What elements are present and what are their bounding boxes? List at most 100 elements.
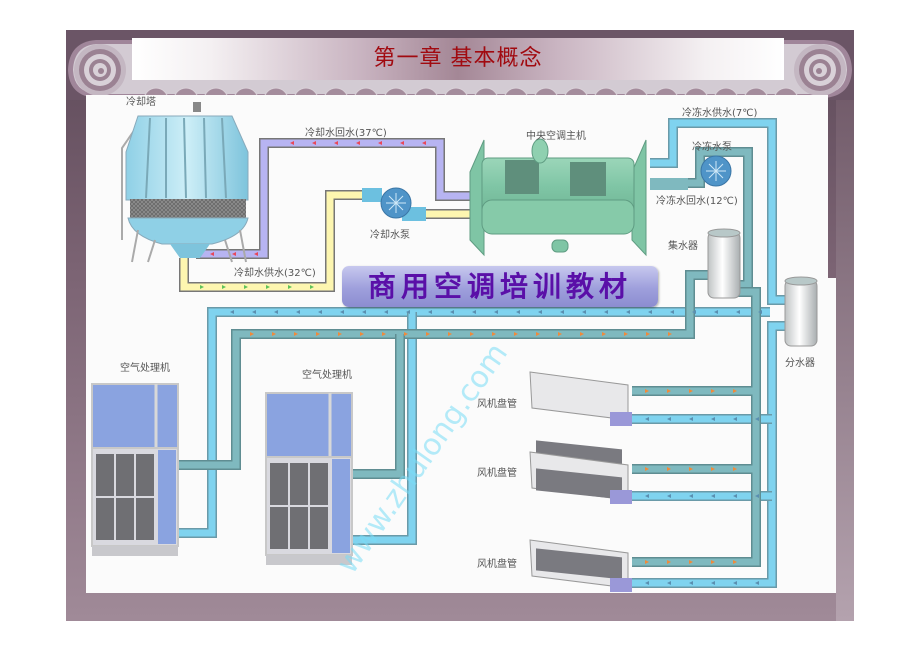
- flow-arrow: [250, 332, 254, 336]
- flow-arrow: [470, 332, 474, 336]
- flow-arrow: [733, 467, 737, 471]
- label-ahu-1: 空气处理机: [120, 363, 170, 374]
- chiller-icon: [469, 138, 647, 257]
- label-cooling-return: 冷却水回水(37℃): [305, 128, 387, 139]
- chilled-supply-pipe: [178, 118, 790, 588]
- flow-arrow: [334, 141, 338, 145]
- flow-arrow: [492, 332, 496, 336]
- flow-arrow: [645, 467, 649, 471]
- banner-box: [342, 266, 658, 307]
- flow-arrow: [426, 332, 430, 336]
- flow-arrow: [689, 389, 693, 393]
- flow-arrow: [558, 332, 562, 336]
- air-handler-unit-2-icon: [265, 392, 353, 565]
- flow-arrow: [667, 467, 671, 471]
- flow-arrow: [626, 310, 630, 314]
- flow-arrow: [733, 389, 737, 393]
- title-band: [132, 38, 784, 80]
- flow-arrow: [733, 417, 737, 421]
- flow-arrow: [232, 252, 236, 256]
- flow-arrow: [711, 560, 715, 564]
- label-fcu-3: 风机盘管: [477, 559, 517, 570]
- flow-arrow: [645, 494, 649, 498]
- flow-arrow: [711, 389, 715, 393]
- label-cooling-pump: 冷却水泵: [370, 230, 410, 241]
- flow-arrow: [733, 560, 737, 564]
- flow-arrow: [711, 494, 715, 498]
- label-fcu-2: 风机盘管: [477, 468, 517, 479]
- flow-arrow: [736, 310, 740, 314]
- flow-arrow: [516, 310, 520, 314]
- flow-arrow: [645, 417, 649, 421]
- flow-arrow: [689, 581, 693, 585]
- label-cooling-supply: 冷却水供水(32℃): [234, 268, 316, 279]
- flow-arrow: [384, 310, 388, 314]
- flow-arrow: [668, 332, 672, 336]
- flow-arrow: [266, 285, 270, 289]
- flow-arrow: [689, 560, 693, 564]
- flow-arrow: [645, 560, 649, 564]
- flow-arrow: [210, 252, 214, 256]
- flow-arrow: [382, 332, 386, 336]
- flow-arrow: [689, 494, 693, 498]
- flow-arrows: [200, 141, 762, 585]
- flow-arrow: [714, 310, 718, 314]
- flow-arrow: [667, 417, 671, 421]
- flow-arrow: [602, 332, 606, 336]
- flow-arrow: [667, 494, 671, 498]
- cooling-return-pipe: [196, 138, 476, 259]
- cooling-tower-icon: [121, 102, 249, 263]
- collector-tank-icon: [707, 228, 741, 299]
- flow-arrow: [272, 332, 276, 336]
- flow-arrow: [290, 141, 294, 145]
- flow-arrow: [448, 332, 452, 336]
- flow-arrow: [648, 310, 652, 314]
- flow-arrow: [580, 332, 584, 336]
- flow-arrow: [310, 285, 314, 289]
- flow-arrow: [692, 310, 696, 314]
- flow-arrow: [494, 310, 498, 314]
- scroll-right-icon: [794, 44, 846, 96]
- label-chilled-return: 冷冻水回水(12℃): [656, 196, 738, 207]
- flow-arrow: [400, 141, 404, 145]
- flow-arrow: [711, 417, 715, 421]
- diagram-canvas-extension: [828, 278, 836, 593]
- cooling-supply-pipe: [179, 190, 476, 292]
- scroll-left-icon: [74, 44, 126, 96]
- label-chilled-pump: 冷冻水泵: [692, 142, 732, 153]
- flow-arrow: [296, 310, 300, 314]
- flow-arrow: [758, 310, 762, 314]
- flow-arrow: [667, 560, 671, 564]
- flow-arrow: [514, 332, 518, 336]
- flow-arrow: [378, 141, 382, 145]
- flow-arrow: [244, 285, 248, 289]
- chilled-return-pipe: [176, 147, 761, 567]
- flow-arrow: [582, 310, 586, 314]
- flow-arrow: [200, 285, 204, 289]
- flow-arrow: [645, 389, 649, 393]
- flow-arrow: [667, 389, 671, 393]
- label-collector: 集水器: [668, 241, 698, 252]
- flow-arrow: [711, 581, 715, 585]
- slide-title: 第一章 基本概念: [373, 46, 543, 71]
- air-handler-unit-1-icon: [91, 383, 179, 556]
- flow-arrow: [755, 417, 759, 421]
- label-chiller: 中央空调主机: [526, 131, 586, 142]
- flow-arrow: [689, 417, 693, 421]
- label-fcu-1: 风机盘管: [477, 399, 517, 410]
- flow-arrow: [733, 581, 737, 585]
- flow-arrow: [755, 581, 759, 585]
- flow-arrow: [318, 310, 322, 314]
- flow-arrow: [360, 332, 364, 336]
- flow-arrow: [340, 310, 344, 314]
- distributor-tank-icon: [784, 276, 818, 347]
- flow-arrow: [362, 310, 366, 314]
- flow-arrow: [670, 310, 674, 314]
- fan-coil-unit-2-icon: [529, 451, 632, 504]
- flow-arrow: [711, 467, 715, 471]
- flow-arrow: [288, 285, 292, 289]
- flow-arrow: [755, 494, 759, 498]
- flow-arrow: [624, 332, 628, 336]
- flow-arrow: [646, 332, 650, 336]
